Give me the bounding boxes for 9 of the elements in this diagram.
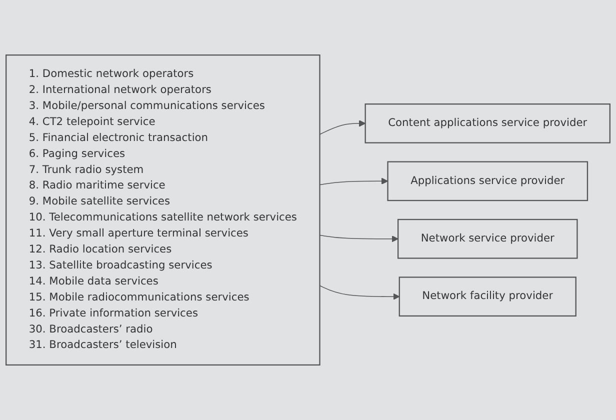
node-box: Network service provider	[397, 218, 578, 259]
node-box: Content applications service provider	[364, 103, 610, 144]
arrow	[319, 120, 366, 135]
arrow	[319, 285, 400, 300]
arrow	[319, 178, 388, 186]
node-box: Network facility provider	[398, 276, 576, 317]
arrow	[319, 234, 398, 242]
node-box: Applications service provider	[387, 161, 588, 202]
node-box: 1. Domestic network operators 2. International network operators 3. Mobile/personal communications services 4. CT2 telepoint service 5. Financial electronic transaction 6. Paging services 7. Trunk radio system 8. Radio maritime service 9. Mobile satellite services 10. Telecommunications satellite network services 11. Very small aperture terminal services 12. Radio location services 13. Satellite broadcasting services 14. Mobile data services 15. Mobile radiocommunications services 16. Private information services 30. Broadcasters’ radio 31. Broadcasters’ television	[6, 54, 320, 366]
